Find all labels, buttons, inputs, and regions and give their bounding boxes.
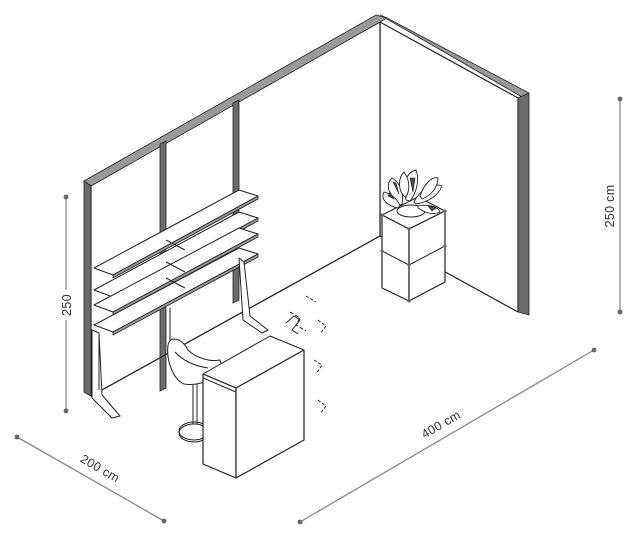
dimension-depth: 200 cm xyxy=(14,434,167,524)
dimension-height-right: 250 cm xyxy=(601,96,623,315)
dimension-width: 400 cm xyxy=(297,347,597,525)
shelf-unit xyxy=(93,189,259,336)
height-left-label: 250 xyxy=(60,294,74,316)
width-label: 400 cm xyxy=(419,408,463,442)
height-right-label: 250 cm xyxy=(603,185,617,228)
plant xyxy=(382,169,443,218)
plant-stand xyxy=(380,196,447,303)
hidden-door-frame xyxy=(285,295,327,415)
cabinet xyxy=(202,335,305,479)
desk-legs xyxy=(91,257,269,419)
dimension-height-left: 250 xyxy=(59,194,74,414)
depth-label: 200 cm xyxy=(78,452,122,486)
